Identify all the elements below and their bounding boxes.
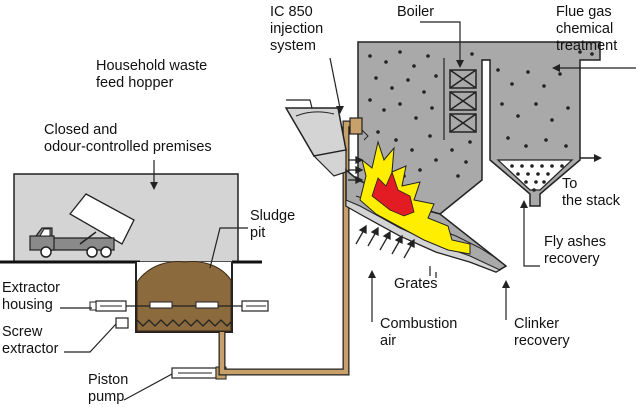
extractor-housing-label: Extractor housing <box>2 280 64 313</box>
to-stack-arrow <box>580 154 602 162</box>
piston-pump-label: Piston pump <box>88 372 132 405</box>
boiler-label: Boiler <box>397 4 434 20</box>
ic850-label: IC 850 injection system <box>270 4 327 54</box>
sludge-pit-label: Sludge pit <box>250 208 299 241</box>
extractor-housing-right <box>241 300 269 312</box>
ash-particles <box>368 50 594 192</box>
combustion-air-label: Combustion air <box>380 316 461 349</box>
clinker-label: Clinker recovery <box>514 316 570 349</box>
fly-ashes-label: Fly ashes recovery <box>544 234 610 267</box>
ic850-nozzle <box>349 117 369 141</box>
screw-extractor-motor <box>115 317 129 329</box>
piston-pump <box>171 366 227 380</box>
hopper-label: Household waste feed hopper <box>96 58 211 91</box>
flue-gas-label: Flue gas chemical treatment <box>556 4 617 54</box>
extractor-housing-left <box>89 300 127 312</box>
sludge-pit <box>120 261 246 333</box>
furnace-flame-icon <box>359 140 471 255</box>
grates-label: Grates <box>394 276 438 292</box>
boiler <box>357 41 601 215</box>
feed-hopper <box>284 107 347 177</box>
leader-lines <box>60 21 636 401</box>
air-inlet-arrows <box>348 155 364 185</box>
dump-truck-icon <box>29 193 135 258</box>
premises-label: Closed and odour-controlled premises <box>44 122 212 155</box>
to-stack-label: To the stack <box>562 176 621 209</box>
screw-extractor-label: Screw extractor <box>2 324 59 357</box>
combustion-air-arrows <box>355 224 415 259</box>
